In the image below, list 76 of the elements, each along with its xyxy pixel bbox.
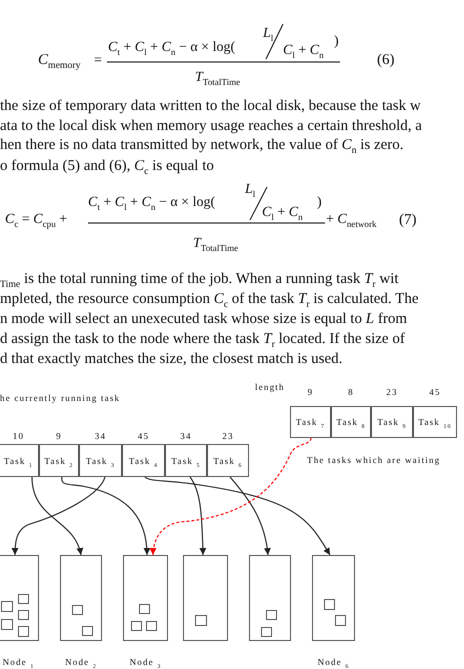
formula-term: L$_{l}$ xyxy=(263,26,274,43)
task-label: Task $_{2}$ xyxy=(43,456,75,470)
equation-number: (6) xyxy=(377,52,394,68)
task-label: Task $_{7}$ xyxy=(294,418,326,431)
task-block xyxy=(335,615,346,626)
task-block xyxy=(1,619,13,630)
task-label: Task $_{6}$ xyxy=(212,456,244,470)
task-label: Task $_{10}$ xyxy=(417,418,453,431)
length-value: 8 xyxy=(347,388,355,397)
length-value: 10 xyxy=(12,432,26,441)
formula-term: T$_{TotalTime}$ xyxy=(193,236,238,253)
paragraph-line: o formula (5) and (6), C$_{c}$ is equal to xyxy=(0,158,214,178)
formula-term: C$_{memory}$ xyxy=(38,52,81,72)
task-block xyxy=(261,627,272,637)
paragraph-line: d assign the task to the node where the task T$_{r}$ located. If the size of xyxy=(0,331,405,351)
length-value: 23 xyxy=(221,432,235,441)
paragraph-line: the size of temporary data written to the local disk, because the task w xyxy=(0,98,421,114)
compute-node-box xyxy=(249,555,291,641)
formula-term: C$_{c}$ = C$_{cpu}$ + xyxy=(5,212,68,229)
task-block xyxy=(266,610,277,620)
length-value: 34 xyxy=(94,432,108,441)
arrow xyxy=(61,476,150,556)
diagram-caption: The tasks which are waiting xyxy=(307,456,440,466)
formula-term: C$_{l}$ + C$_{n}$ xyxy=(262,205,303,222)
arrow xyxy=(190,476,206,556)
task-block xyxy=(146,621,157,631)
task-block xyxy=(18,626,29,637)
task-block xyxy=(72,605,83,615)
task-block xyxy=(1,601,13,612)
length-value: 34 xyxy=(179,432,193,441)
length-value: 23 xyxy=(385,388,399,397)
task-label: Task $_{8}$ xyxy=(335,418,367,431)
length-value: 45 xyxy=(428,388,442,397)
task-block xyxy=(324,599,335,610)
task-label: Task $_{4}$ xyxy=(128,456,160,470)
dashed-arrow xyxy=(150,438,312,556)
formula-term: + C$_{network}$ xyxy=(326,212,377,229)
arrow xyxy=(144,476,330,556)
paragraph-line: d that exactly matches the size, the closest match is used. xyxy=(0,351,342,368)
formula-term: L$_{l}$ xyxy=(245,182,256,199)
formula-term: T$_{TotalTime}$ xyxy=(195,70,240,87)
arrow xyxy=(230,476,271,556)
node-label: Node $_{2}$ xyxy=(64,658,98,669)
length-value: 9 xyxy=(306,388,314,397)
arrow xyxy=(31,476,83,556)
length-value: 9 xyxy=(55,432,63,441)
paragraph-line: mpleted, the resource consumption C$_{c}$ of the task T$_{r}$ is calculated. The xyxy=(0,291,418,311)
task-block xyxy=(18,594,29,604)
node-label: Node $_{3}$ xyxy=(128,658,162,669)
task-label: Task $_{1}$ xyxy=(2,456,34,470)
formula-term: C$_{l}$ + C$_{n}$ xyxy=(283,43,324,60)
task-block xyxy=(82,626,93,636)
paragraph-line: hen there is no data transmitted by network, the value of C$_{n}$ is zero. xyxy=(0,137,404,157)
equation-number: (7) xyxy=(399,212,416,228)
arrow xyxy=(12,476,106,555)
task-label: Task $_{5}$ xyxy=(170,456,202,470)
diagram-caption: length xyxy=(255,383,285,393)
node-label: Node $_{6}$ xyxy=(316,658,350,669)
length-value: 45 xyxy=(136,432,150,441)
task-block xyxy=(131,621,142,631)
formula-term: C$_{t}$ + C$_{l}$ + C$_{n}$ − α × log( xyxy=(108,40,236,57)
task-block xyxy=(195,615,207,626)
compute-node-box xyxy=(183,555,228,641)
task-block xyxy=(18,610,29,620)
paragraph-line: $_{Time}$ is the total running time of the job. When a running task T$_{r}$ wit xyxy=(0,271,399,291)
formula-term: = xyxy=(94,53,102,68)
formula-term: ) xyxy=(334,34,339,50)
node-label: Node $_{1}$ xyxy=(2,658,36,669)
task-block xyxy=(139,604,150,614)
formula-term: C$_{t}$ + C$_{l}$ + C$_{n}$ − α × log( xyxy=(88,195,216,212)
paragraph-line: n mode will select an unexecuted task whose size is equal to L from xyxy=(0,311,407,328)
diagram-caption: he currently running task xyxy=(0,394,120,404)
paragraph-line: ata to the local disk when memory usage reaches a certain threshold, a xyxy=(0,118,422,134)
task-label: Task $_{3}$ xyxy=(84,456,116,470)
task-label: Task $_{9}$ xyxy=(376,418,408,431)
formula-term: ) xyxy=(317,195,322,210)
